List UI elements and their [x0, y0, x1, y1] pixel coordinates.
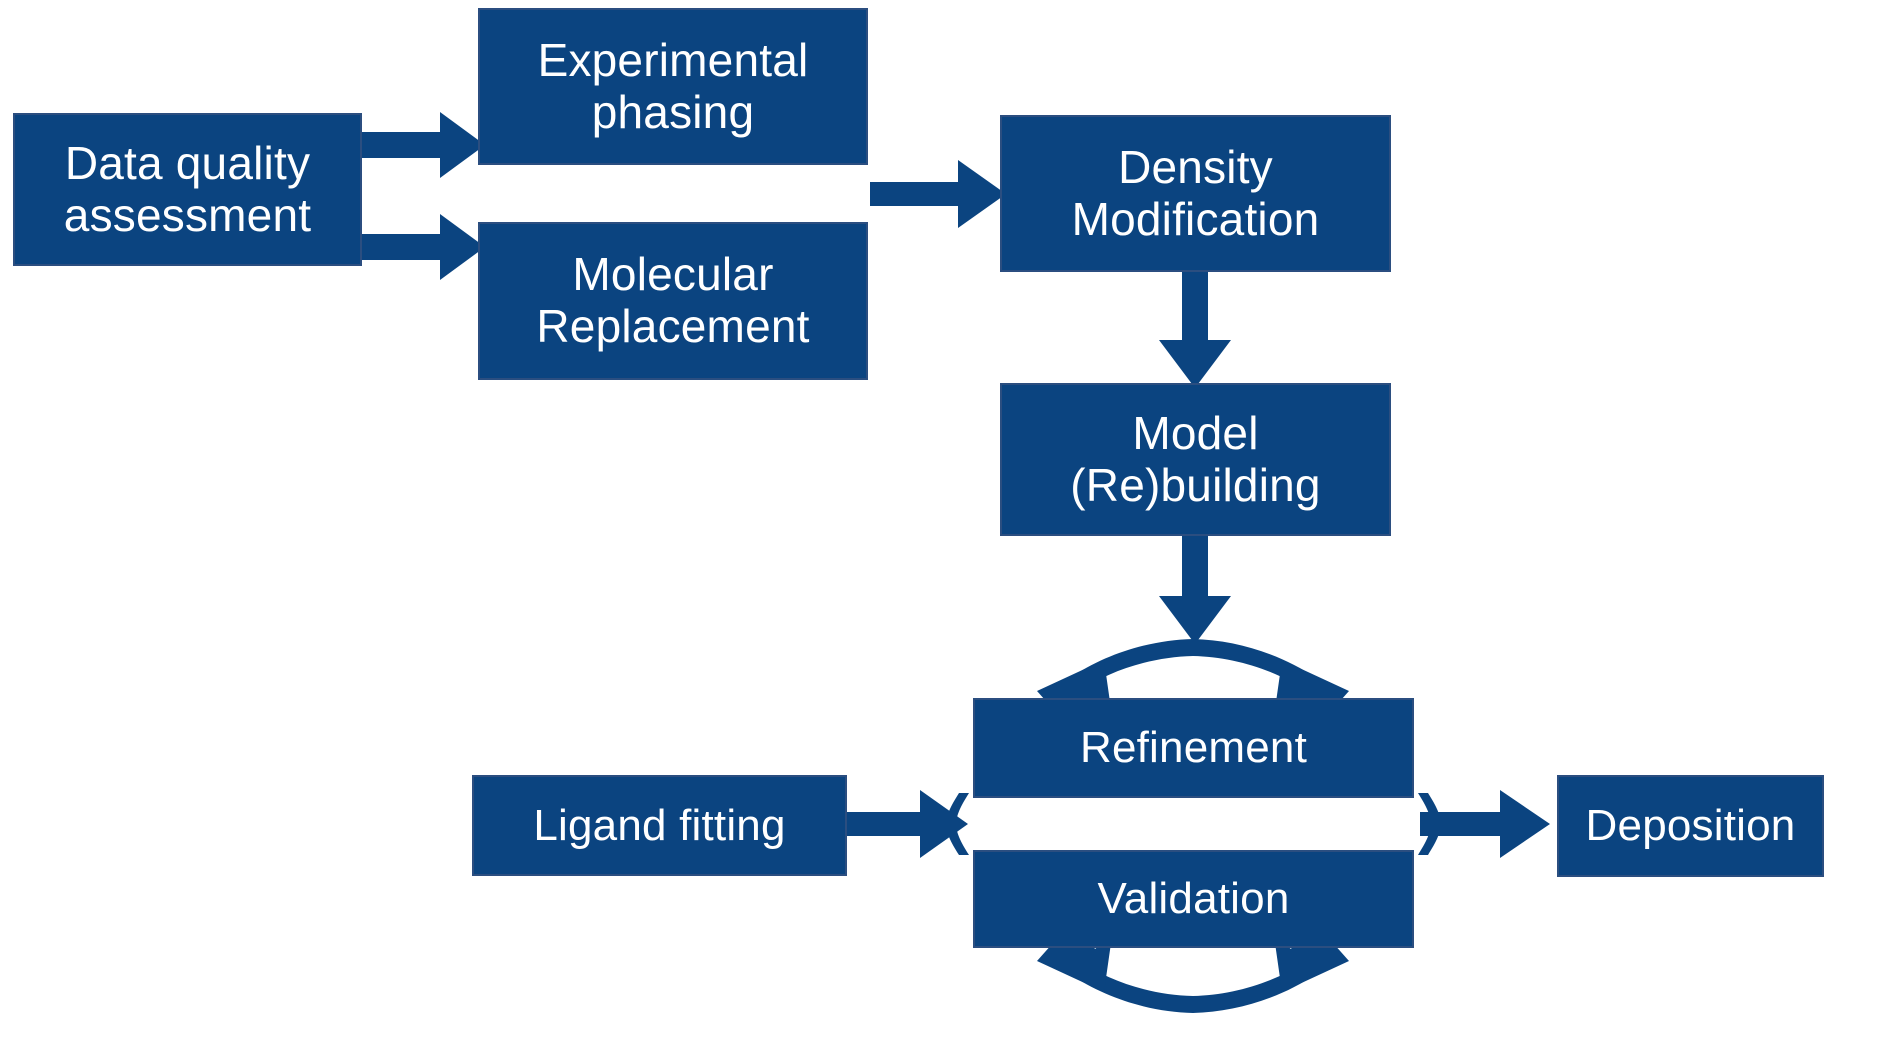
node-label: Deposition [1585, 801, 1796, 851]
cycle-arc-bottom-right [1193, 960, 1316, 1013]
cycle-arc-top-right [1193, 639, 1316, 692]
node-label: Density Modification [1071, 140, 1320, 245]
node-label: Data quality assessment [63, 136, 312, 241]
node-label: Model (Re)building [1070, 406, 1321, 511]
arrow-data-quality-to-molecular-replacement [355, 214, 485, 280]
cycle-right-edge-arc [1418, 793, 1441, 855]
node-density-modification[interactable]: Density Modification [1000, 115, 1391, 272]
arrow-model-rebuilding-to-refinement [1159, 536, 1231, 644]
node-data-quality-assessment[interactable]: Data quality assessment [13, 113, 362, 266]
node-model-rebuilding[interactable]: Model (Re)building [1000, 383, 1391, 536]
node-label: Validation [1097, 874, 1290, 924]
node-ligand-fitting[interactable]: Ligand fitting [472, 775, 847, 876]
arrow-phasing-to-density-modification [870, 160, 1006, 228]
cycle-arc-top-left [1070, 639, 1193, 692]
node-label: Ligand fitting [533, 800, 786, 850]
node-label: Refinement [1079, 723, 1307, 773]
arrow-validation-to-deposition [1420, 790, 1550, 858]
node-refinement[interactable]: Refinement [973, 698, 1414, 798]
cycle-left-edge-arc [946, 793, 969, 855]
node-deposition[interactable]: Deposition [1557, 775, 1824, 877]
arrow-data-quality-to-experimental-phasing [355, 112, 485, 178]
cycle-arrowhead-bottom-left [1037, 916, 1112, 992]
arrow-density-modification-to-model-rebuilding [1159, 272, 1231, 388]
cycle-arc-bottom-left [1070, 960, 1193, 1013]
cycle-arrowhead-bottom-right [1274, 916, 1349, 992]
node-molecular-replacement[interactable]: Molecular Replacement [478, 222, 868, 380]
arrow-ligand-fitting-to-refinement [845, 790, 968, 858]
node-experimental-phasing[interactable]: Experimental phasing [478, 8, 868, 165]
node-validation[interactable]: Validation [973, 850, 1414, 948]
node-label: Experimental phasing [537, 33, 809, 138]
node-label: Molecular Replacement [536, 248, 810, 352]
